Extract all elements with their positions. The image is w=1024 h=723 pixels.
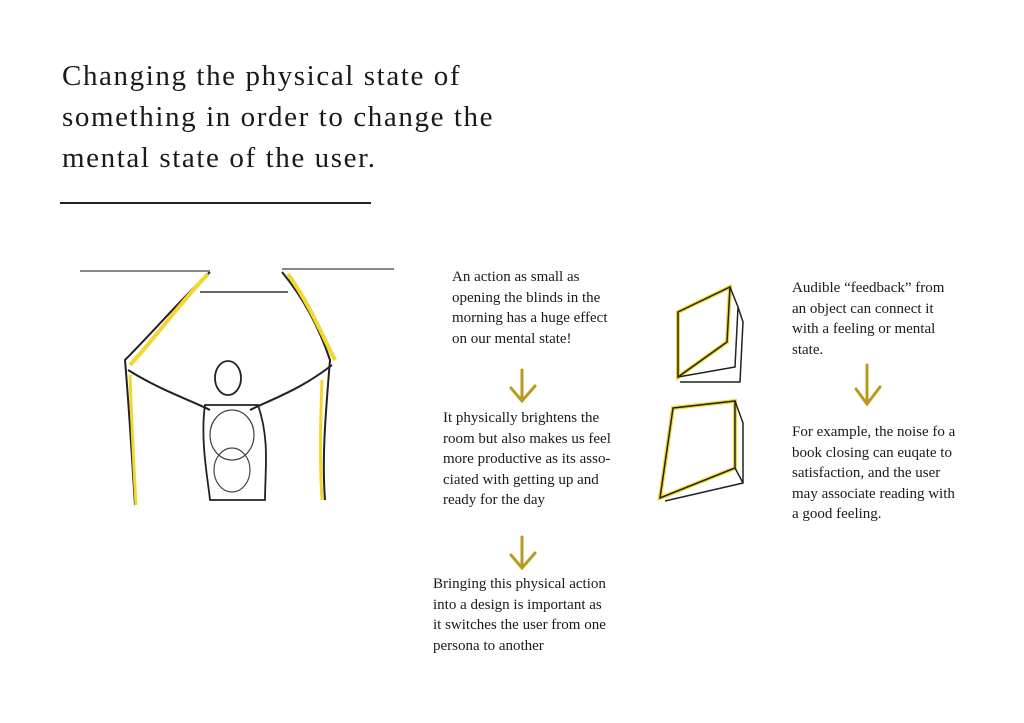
person-opening-curtains-sketch bbox=[80, 268, 394, 506]
title-line: Changing the physical state of bbox=[62, 60, 462, 92]
text-block-book-example: For example, the noise fo a book closing… bbox=[792, 422, 955, 525]
text-line: For example, the noise fo a bbox=[792, 424, 956, 440]
page-title: Changing the physical state of something… bbox=[62, 56, 494, 179]
text-block-design: Bringing this physical action into a des… bbox=[433, 574, 606, 656]
text-line: room but also makes us feel bbox=[443, 430, 611, 447]
text-line: morning has a huge effect bbox=[452, 310, 608, 327]
arrow-down-icon bbox=[509, 535, 537, 571]
arrow-down-icon bbox=[854, 363, 882, 407]
closed-book-sketch bbox=[657, 398, 744, 502]
text-block-blinds: An action as small as opening the blinds… bbox=[452, 267, 608, 349]
text-line: with a feeling or mental bbox=[792, 321, 936, 338]
text-line: state. bbox=[792, 341, 824, 358]
text-line: It physically brightens the bbox=[443, 410, 600, 426]
title-divider bbox=[60, 202, 371, 204]
text-line: book closing can euqate to bbox=[792, 444, 952, 461]
open-book-sketch bbox=[676, 283, 744, 383]
text-line: it switches the user from one bbox=[433, 617, 606, 634]
text-block-brightens: It physically brightens the room but als… bbox=[443, 408, 611, 511]
title-line: something in order to change the bbox=[62, 101, 495, 133]
text-line: ciated with getting up and bbox=[443, 471, 599, 488]
arrow-down-icon bbox=[509, 368, 537, 404]
text-line: on our mental state! bbox=[452, 330, 572, 347]
text-line: satisfaction, and the user bbox=[792, 465, 941, 482]
text-line: an object can connect it bbox=[792, 300, 934, 317]
text-block-audible-feedback: Audible “feedback” from an object can co… bbox=[792, 278, 944, 360]
text-line: persona to another bbox=[433, 637, 544, 654]
text-line: opening the blinds in the bbox=[452, 289, 601, 306]
title-line: mental state of the user. bbox=[62, 142, 377, 174]
text-line: ready for the day bbox=[443, 492, 546, 509]
text-line: Bringing this physical action bbox=[433, 576, 606, 592]
text-line: into a design is important as bbox=[433, 596, 602, 613]
text-line: Audible “feedback” from bbox=[792, 280, 945, 296]
text-line: a good feeling. bbox=[792, 506, 882, 523]
text-line: may associate reading with bbox=[792, 485, 955, 502]
text-line: more productive as its asso- bbox=[443, 451, 611, 468]
text-line: An action as small as bbox=[452, 269, 580, 285]
